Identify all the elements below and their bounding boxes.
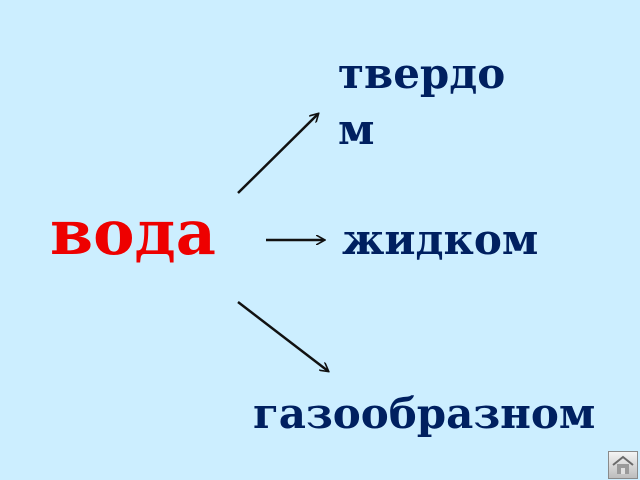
home-button[interactable]: [608, 451, 638, 479]
state-solid-label: твердом: [338, 49, 506, 154]
arrow-to-solid: [237, 114, 318, 194]
main-word-water: вода: [50, 196, 216, 269]
state-liquid-label: жидком: [342, 215, 539, 264]
state-gas-label: газообразном: [253, 389, 596, 438]
home-icon: [612, 455, 634, 474]
arrow-to-gas: [237, 301, 328, 371]
